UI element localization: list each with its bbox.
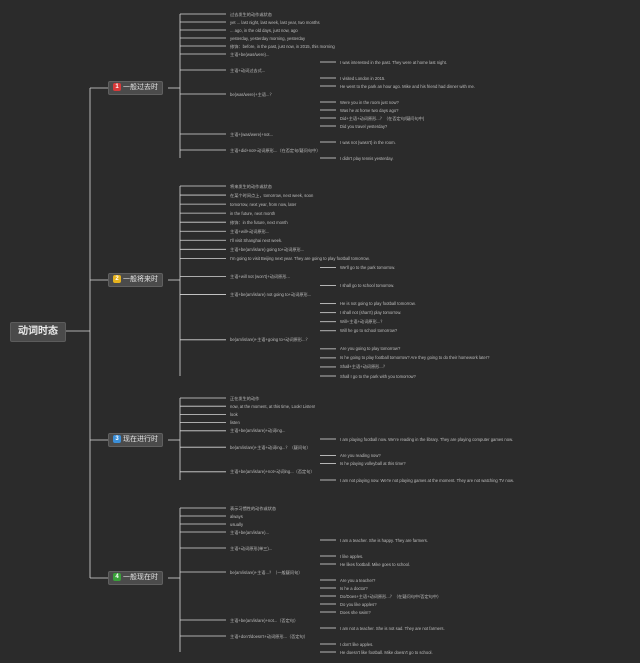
topic-node[interactable]: be(am/is/are)+主语...？（一般疑问句）	[230, 569, 303, 575]
example-node[interactable]: Were you in the room just now?	[340, 99, 399, 105]
branch-label: 一般过去时	[123, 84, 158, 91]
topic-node[interactable]: I'll visit Shanghai next week.	[230, 237, 283, 243]
topic-node[interactable]: 主语+will not (won't)+动词原形...	[230, 273, 290, 279]
topic-node[interactable]: 主语+动词过去式...	[230, 67, 266, 73]
example-node[interactable]: Is he a doctor?	[340, 585, 368, 591]
topic-node[interactable]: 主语+be(am/is/are)+动词ing...	[230, 428, 286, 434]
topic-node[interactable]: tomorrow, next year, from now, later	[230, 201, 297, 207]
example-node[interactable]: He likes football. Mike goes to school.	[340, 561, 411, 567]
example-node[interactable]: Do you like apples?	[340, 601, 377, 607]
example-node[interactable]: I visited London in 2015.	[340, 75, 386, 81]
topic-node[interactable]: 主语+动词原形(单三)...	[230, 545, 273, 551]
branch-label: 现在进行时	[123, 436, 158, 443]
root-node[interactable]: 动词时态	[10, 322, 66, 342]
example-node[interactable]: Shall+主语+动词原形...？	[340, 364, 388, 370]
example-node[interactable]: Did you travel yesterday?	[340, 123, 388, 129]
example-node[interactable]: Are you a teacher?	[340, 577, 376, 583]
topic-node[interactable]: 主语+(was/were)+not...	[230, 131, 274, 137]
branch-number-icon: 2	[113, 275, 121, 284]
example-node[interactable]: Does she swim?	[340, 609, 371, 615]
example-node[interactable]: He went to the park an hour ago. Mike an…	[340, 83, 476, 89]
topic-node[interactable]: be(was/were)+主语...？	[230, 91, 274, 97]
topic-node[interactable]: I'm going to visit Beijing next year. Th…	[230, 255, 370, 261]
topic-node[interactable]: 修饰：in the future, next month	[230, 219, 288, 225]
topic-node[interactable]: ... ago, in the old days, just now, ago	[230, 27, 298, 33]
example-node[interactable]: Will+主语+动词原形...？	[340, 319, 385, 325]
example-node[interactable]: I was interested in the past. They were …	[340, 59, 447, 65]
example-node[interactable]: I shall not (shan't) play tomorrow.	[340, 310, 402, 316]
example-node[interactable]: I don't like apples.	[340, 641, 374, 647]
topic-node[interactable]: 正在发生的动作	[230, 395, 260, 401]
topic-node[interactable]: 修饰：before, in the past, just now, in 201…	[230, 43, 335, 49]
example-node[interactable]: I am playing football now. We're reading…	[340, 436, 514, 442]
branch-number-icon: 1	[113, 83, 121, 92]
topic-node[interactable]: 主语+did+not+动词原形...（在否定句/疑问句中）	[230, 147, 321, 153]
topic-node[interactable]: yesterday, yesterday morning, yesterday	[230, 35, 306, 41]
topic-node[interactable]: always	[230, 513, 243, 519]
topic-node[interactable]: 主语+be(was/were)...	[230, 51, 270, 57]
example-node[interactable]: I was not (wasn't) in the room.	[340, 139, 396, 145]
branch-label: 一般现在时	[123, 574, 158, 581]
example-node[interactable]: We'll go to the park tomorrow.	[340, 264, 396, 270]
topic-node[interactable]: 主语+be(am/is/are)+not+动词ing...（否定句）	[230, 469, 315, 475]
topic-node[interactable]: look	[230, 411, 238, 417]
example-node[interactable]: I like apples.	[340, 553, 364, 559]
example-node[interactable]: Will he go to school tomorrow?	[340, 328, 398, 334]
topic-node[interactable]: in the future, next month	[230, 210, 276, 216]
topic-node[interactable]: be(am/is/are)+主语+going to+动词原形...？	[230, 337, 310, 343]
example-node[interactable]: Are you going to play tomorrow?	[340, 346, 401, 352]
example-node[interactable]: Do/Does+主语+动词原形...？（在疑问句中/否定句中）	[340, 593, 442, 599]
example-node[interactable]: I didn't play tennis yesterday.	[340, 155, 394, 161]
example-node[interactable]: He is not going to play football tomorro…	[340, 301, 416, 307]
example-node[interactable]: He doesn't like football. Mike doesn't g…	[340, 649, 433, 655]
example-node[interactable]: Are you reading now?	[340, 452, 381, 458]
example-node[interactable]: I am a teacher. She is happy. They are f…	[340, 537, 429, 543]
example-node[interactable]: Is he playing volleyball at this time?	[340, 461, 406, 467]
topic-node[interactable]: 主语+be(am/is/are)+not...（否定句）	[230, 617, 299, 623]
topic-node[interactable]: usually	[230, 521, 244, 527]
topic-node[interactable]: 主语+be(am/is/are) going to+动词原形...	[230, 246, 305, 252]
example-node[interactable]: Is he going to play football tomorrow? A…	[340, 355, 490, 361]
topic-node[interactable]: yet ... last night, last week, last year…	[230, 19, 320, 25]
topic-node[interactable]: now, at the moment, at this time, Look! …	[230, 403, 316, 409]
topic-node[interactable]: 在某个时间点上，tomorrow, next week, soon	[230, 192, 314, 198]
example-node[interactable]: I am not playing now. We're not playing …	[340, 477, 514, 483]
topic-node[interactable]: be(am/is/are)+主语+动词ing...？（疑问句）	[230, 444, 311, 450]
topic-node[interactable]: 表示习惯性的动作或状态	[230, 505, 277, 511]
topic-node[interactable]: listen	[230, 420, 240, 426]
topic-node[interactable]: 主语+be(am/is/are) not going to+动词原形...	[230, 292, 312, 298]
example-node[interactable]: I shall go to school tomorrow.	[340, 283, 395, 289]
branch-number-icon: 3	[113, 435, 121, 444]
branch-number-icon: 4	[113, 573, 121, 582]
topic-node[interactable]: 主语+will+动词原形...	[230, 228, 270, 234]
example-node[interactable]: Shall I go to the park with you tomorrow…	[340, 373, 416, 379]
example-node[interactable]: I am not a teacher. She is not sad. They…	[340, 625, 445, 631]
topic-node[interactable]: 将来发生的动作或状态	[230, 183, 272, 189]
topic-node[interactable]: 主语+don't/doesn't+动词原形...（否定句）	[230, 633, 308, 639]
topic-node[interactable]: 过去发生的动作或状态	[230, 11, 272, 17]
example-node[interactable]: Was he at home two days ago?	[340, 107, 399, 113]
branch-label: 一般将来时	[123, 276, 158, 283]
example-node[interactable]: Did+主语+动词原形...？（在否定句/疑问句中)	[340, 115, 425, 121]
topic-node[interactable]: 主语+be(am/is/are)...	[230, 529, 269, 535]
